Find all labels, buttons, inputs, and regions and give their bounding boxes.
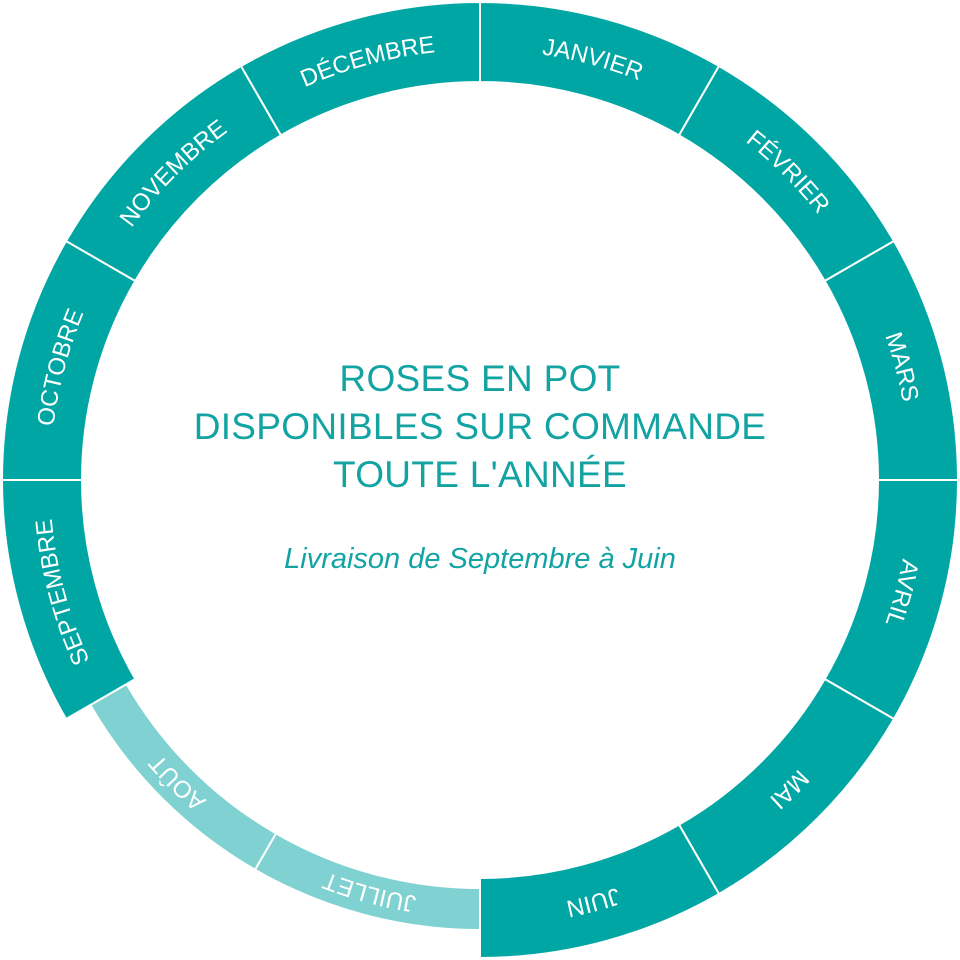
delivery-subtitle: Livraison de Septembre à Juin [284,543,676,575]
title-line-1: ROSES EN POT [339,358,621,399]
center-text: ROSES EN POT DISPONIBLES SUR COMMANDE TO… [130,355,830,576]
title-line-2: DISPONIBLES SUR COMMANDE [193,406,767,447]
month-segment-decembre [239,0,481,137]
title-line-3: TOUTE L'ANNÉE [332,454,627,495]
